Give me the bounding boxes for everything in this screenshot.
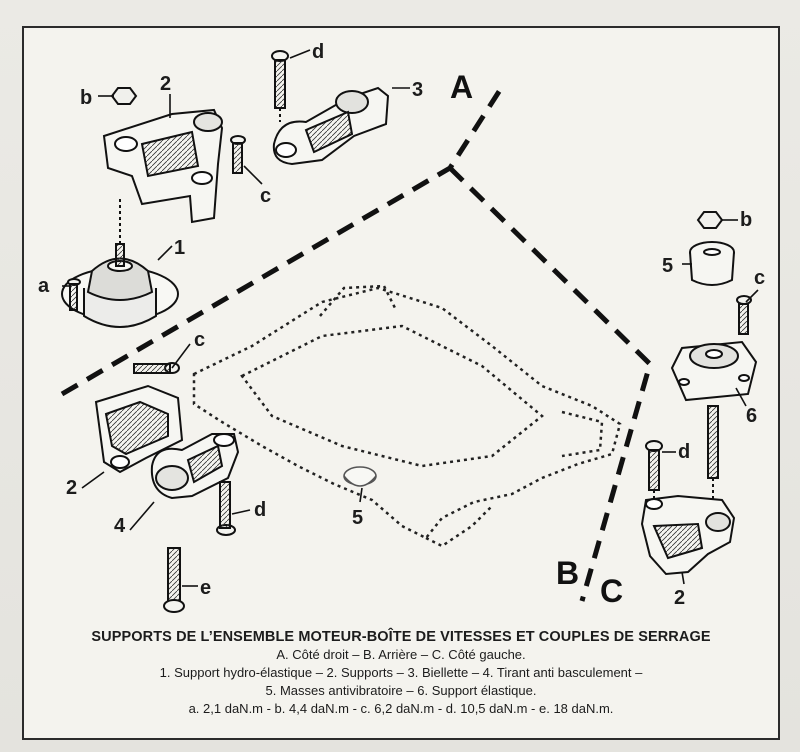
label-d-b: d	[254, 499, 266, 521]
label-b-left: b	[80, 87, 92, 109]
caption-title: SUPPORTS DE L’ENSEMBLE MOTEUR-BOÎTE DE V…	[91, 629, 711, 645]
figure-caption: SUPPORTS DE L’ENSEMBLE MOTEUR-BOÎTE DE V…	[24, 628, 778, 718]
bolt-a	[67, 278, 81, 311]
bolt-d-b	[216, 481, 236, 536]
caption-line-torques: a. 2,1 daN.m - b. 4,4 daN.m - c. 6,2 daN…	[188, 701, 614, 716]
spacer-5	[689, 241, 735, 286]
elastic-support-6	[670, 340, 758, 402]
bolt-c-b	[133, 362, 180, 374]
hydro-elastic-support-1	[61, 196, 179, 328]
nut-b-left	[110, 87, 138, 105]
label-4: 4	[114, 515, 126, 537]
section-labels: A B C	[450, 69, 623, 609]
label-b-right: b	[740, 209, 752, 231]
link-rod-3	[272, 86, 390, 166]
label-c-a: c	[260, 185, 271, 207]
left-bracket-2	[640, 494, 736, 576]
anti-tilt-rod-4	[150, 433, 240, 500]
section-label-b: B	[556, 555, 579, 591]
label-5-b: 5	[352, 507, 363, 529]
leader-lines	[62, 49, 759, 587]
section-divider-lines	[60, 88, 653, 602]
label-a: a	[38, 275, 50, 297]
label-5-c: 5	[662, 255, 673, 277]
label-1: 1	[174, 237, 185, 259]
diagram: b 2 d 3 c a 1 c 2 4 d e 5 b 5 c 6 d 2 A …	[38, 41, 765, 613]
label-d-top: d	[312, 41, 324, 63]
subframe	[192, 284, 622, 548]
stud-c	[707, 405, 719, 506]
label-e: e	[200, 577, 211, 599]
label-6: 6	[746, 405, 757, 427]
label-c-b: c	[194, 329, 205, 351]
bolt-d-c	[645, 440, 663, 504]
label-3: 3	[412, 79, 423, 101]
caption-line-sections: A. Côté droit – B. Arrière – C. Côté gau…	[276, 647, 526, 662]
rear-bracket-2	[94, 384, 184, 474]
anti-vibration-mass-5	[343, 466, 377, 487]
label-d-c: d	[678, 441, 690, 463]
label-c-c: c	[754, 267, 765, 289]
bolt-c-c	[736, 295, 752, 335]
bolt-e	[163, 547, 185, 613]
label-2-left: 2	[674, 587, 685, 609]
bolt-c-a	[230, 135, 246, 174]
label-2-top: 2	[160, 73, 171, 95]
label-2-rear: 2	[66, 477, 77, 499]
caption-line-parts-2: 5. Masses antivibratoire – 6. Support él…	[265, 683, 537, 698]
nut-b-right	[696, 211, 724, 229]
part-labels: b 2 d 3 c a 1 c 2 4 d e 5 b 5 c 6 d 2	[38, 41, 765, 609]
upper-bracket-2	[102, 108, 224, 224]
section-label-c: C	[600, 573, 623, 609]
caption-line-parts-1: 1. Support hydro-élastique – 2. Supports…	[159, 665, 643, 680]
bolt-d-top	[271, 50, 289, 122]
section-label-a: A	[450, 69, 473, 105]
